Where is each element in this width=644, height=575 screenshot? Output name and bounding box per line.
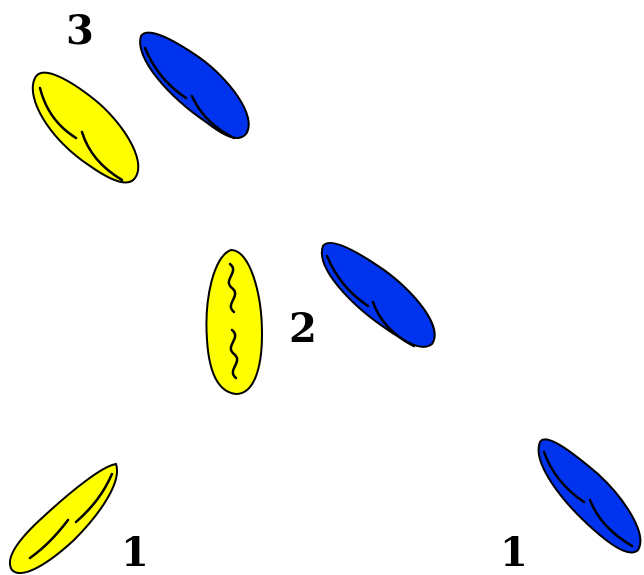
blue-boat-step-3-hull <box>139 31 250 139</box>
blue-boat-step-1-wake-mark <box>542 450 586 504</box>
blue-boat-step-1 <box>537 438 642 554</box>
blue-boat-step-3-wake-mark <box>143 46 188 100</box>
blue-boat-step-2-wake-mark <box>325 254 370 308</box>
step-label-2: 2 <box>289 305 317 352</box>
blue-boat-step-3-wake-mark <box>190 94 236 140</box>
step-label-3: 3 <box>66 7 94 54</box>
yellow-boat-step-3-hull <box>31 71 140 184</box>
blue-boat-step-2-wake-mark <box>371 300 416 348</box>
yellow-boat-step-3-wake-mark <box>80 130 124 182</box>
yellow-boat-step-2-wavy-mark <box>229 328 239 380</box>
step-label-1-left: 1 <box>121 529 149 575</box>
blue-boat-step-1-hull <box>537 438 642 554</box>
blue-boat-step-1-wake-mark <box>588 498 634 548</box>
yellow-boat-step-2-hull <box>205 248 264 396</box>
yellow-boat-step-3-wake-mark <box>38 86 78 140</box>
step-label-1-right: 1 <box>500 529 528 575</box>
blue-boat-step-2 <box>320 241 436 348</box>
blue-boat-step-3 <box>139 31 250 140</box>
yellow-boat-step-1-wake-mark <box>74 472 114 524</box>
yellow-boat-step-1-hull <box>9 462 118 575</box>
yellow-boat-step-1-wake-mark <box>28 518 70 560</box>
yellow-boat-step-3 <box>31 71 140 184</box>
yellow-boat-step-2 <box>205 248 264 396</box>
yellow-boat-step-1 <box>9 462 118 575</box>
yellow-boat-step-2-wavy-mark <box>227 262 237 314</box>
blue-boat-step-2-hull <box>320 241 436 348</box>
